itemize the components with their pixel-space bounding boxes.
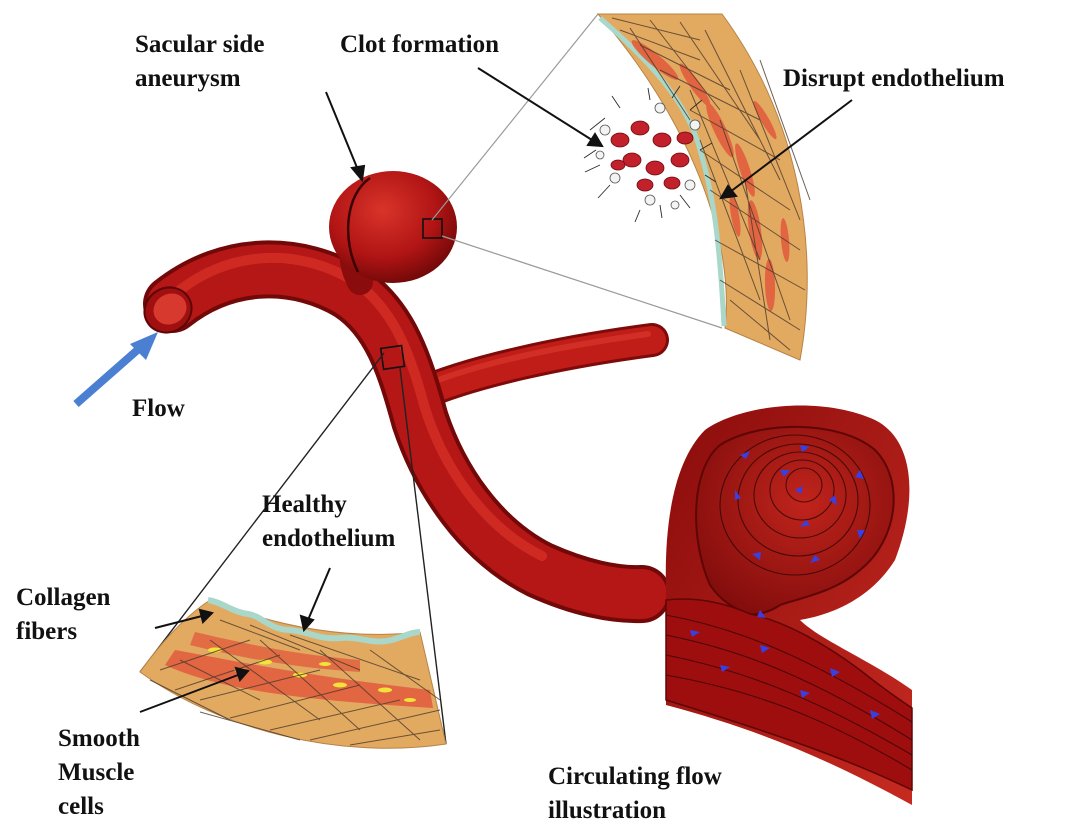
label-smooth-line2: Muscle [58, 758, 134, 788]
label-aneurysm-line1: Sacular side [135, 30, 264, 60]
flow-illustration [666, 406, 912, 805]
label-aneurysm-line2: aneurysm [135, 64, 241, 94]
label-healthy-line1: Healthy [262, 490, 347, 520]
label-healthy-line2: endothelium [262, 524, 395, 554]
label-flow: Flow [132, 394, 185, 424]
label-clot-formation: Clot formation [340, 30, 499, 60]
disrupted-wall-section [598, 14, 810, 360]
label-disrupt-endothelium: Disrupt endothelium [783, 64, 1005, 94]
label-smooth-line1: Smooth [58, 724, 140, 754]
healthy-wall-section [140, 600, 446, 748]
label-collagen-line2: fibers [16, 617, 77, 647]
label-smooth-line3: cells [58, 792, 104, 822]
label-collagen-line1: Collagen [16, 583, 110, 613]
label-circulating-line2: illustration [548, 796, 666, 826]
label-circulating-line1: Circulating flow [548, 762, 722, 792]
